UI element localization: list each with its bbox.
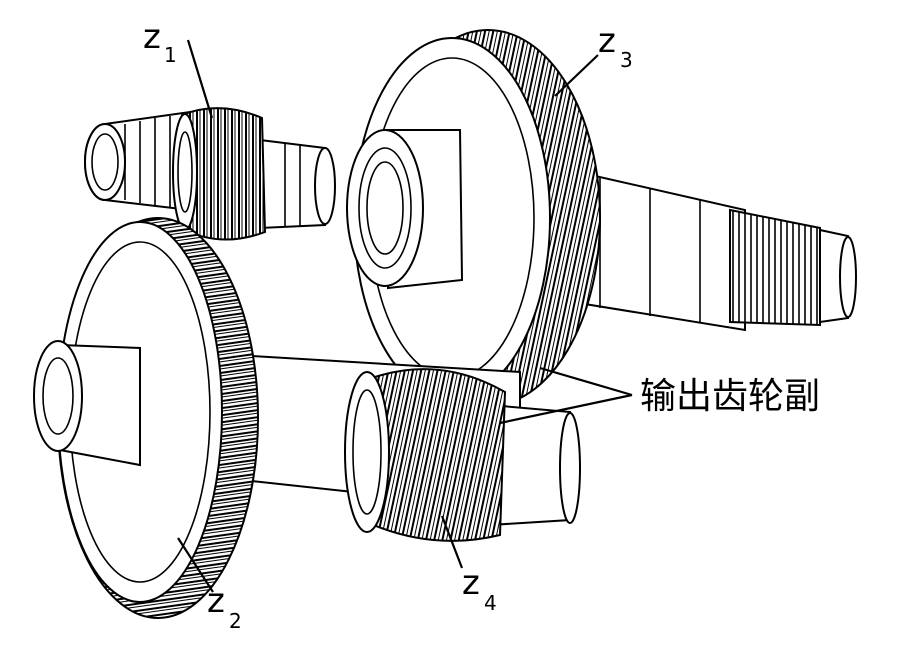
leader-output-b: [499, 393, 633, 425]
output-shaft: [559, 166, 857, 332]
label-z2-main: z: [207, 581, 225, 621]
label-z1-sub: 1: [164, 43, 177, 67]
input-shaft: [84, 110, 336, 230]
leader-z1: [186, 39, 214, 119]
label-z3-main: z: [598, 21, 616, 61]
leader-lines: [177, 39, 633, 593]
label-z4-main: z: [462, 563, 480, 603]
leader-output-a: [539, 366, 633, 397]
label-z3-sub: 3: [620, 48, 633, 72]
label-z2-sub: 2: [229, 609, 242, 633]
leader-z4: [440, 515, 464, 569]
leader-z2: [177, 537, 214, 593]
label-output-gear-pair: 输出齿轮副: [640, 376, 820, 417]
label-z1-main: z: [143, 17, 161, 57]
pinion-z1: [172, 107, 267, 241]
gear-z4: [344, 368, 507, 542]
gear-z2: [33, 217, 259, 619]
leader-z3: [554, 54, 599, 97]
gear-z3: [346, 29, 601, 407]
label-z4-sub: 4: [484, 591, 497, 615]
